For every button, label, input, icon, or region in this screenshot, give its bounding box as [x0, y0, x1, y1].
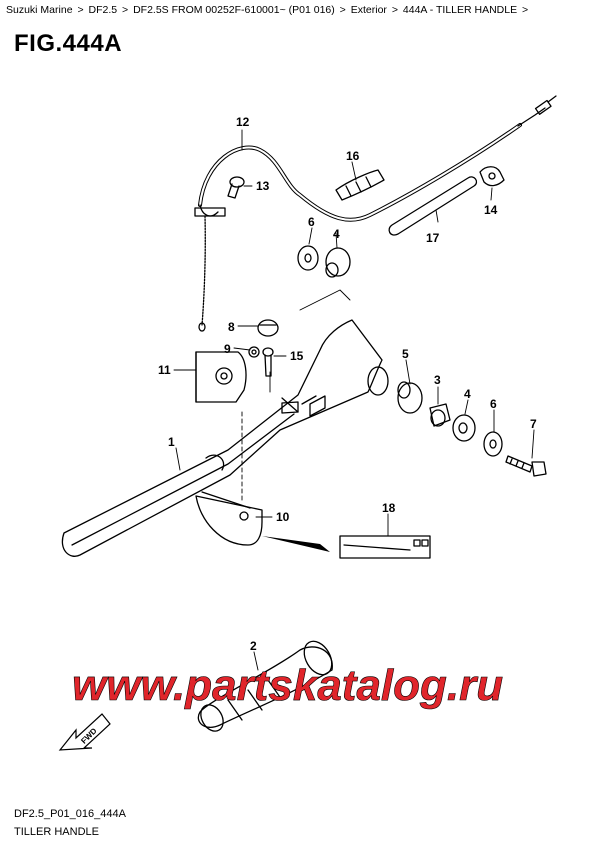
tiller-handle-1[interactable] — [61, 319, 389, 557]
callout-8[interactable]: 8 — [228, 320, 235, 334]
breadcrumb-separator-trailing: > — [522, 4, 529, 16]
figure-title: FIG.444A — [14, 30, 123, 57]
callout-4-lower[interactable]: 4 — [464, 387, 471, 401]
callout-17[interactable]: 17 — [426, 231, 440, 245]
breadcrumb-separator: > — [122, 4, 129, 16]
callout-3[interactable]: 3 — [434, 373, 441, 387]
callout-1[interactable]: 1 — [168, 435, 175, 449]
breadcrumb-separator: > — [339, 4, 346, 16]
screw-15[interactable] — [262, 347, 274, 377]
callout-4-upper[interactable]: 4 — [333, 227, 340, 241]
bushing-4-upper[interactable] — [325, 247, 351, 278]
decal-18[interactable] — [339, 535, 431, 559]
callout-9[interactable]: 9 — [224, 342, 231, 356]
screw-13[interactable] — [227, 176, 245, 199]
watermark-text: www.partskatalog.ru — [72, 661, 503, 710]
figure-caption: TILLER HANDLE — [14, 826, 99, 838]
leader-lines — [173, 129, 535, 671]
sleeve-16[interactable] — [335, 169, 385, 201]
callout-12[interactable]: 12 — [236, 115, 250, 129]
breadcrumb-tiller-handle[interactable]: 444A - TILLER HANDLE — [402, 4, 518, 16]
throttle-cable[interactable] — [194, 95, 557, 332]
callout-numbers: 12 16 13 14 17 6 4 8 9 15 11 5 3 4 6 7 1… — [158, 115, 537, 653]
washer-6-lower[interactable] — [483, 431, 503, 457]
callout-7[interactable]: 7 — [530, 417, 537, 431]
tube-17[interactable] — [388, 176, 478, 236]
callout-5[interactable]: 5 — [402, 347, 409, 361]
callout-15[interactable]: 15 — [290, 349, 304, 363]
bracket-10[interactable] — [195, 491, 263, 546]
callout-6-lower[interactable]: 6 — [490, 397, 497, 411]
washer-9[interactable] — [248, 346, 260, 358]
washer-4-lower[interactable] — [452, 414, 476, 442]
bushing-5[interactable] — [397, 381, 423, 414]
callout-10[interactable]: 10 — [276, 510, 290, 524]
callout-16[interactable]: 16 — [346, 149, 360, 163]
breadcrumb: Suzuki Marine > DF2.5 > DF2.5S FROM 0025… — [6, 4, 530, 16]
callout-13[interactable]: 13 — [256, 179, 270, 193]
collar-3[interactable] — [429, 403, 451, 427]
callout-2[interactable]: 2 — [250, 639, 257, 653]
callout-14[interactable]: 14 — [484, 203, 498, 217]
washer-6-upper[interactable] — [297, 245, 319, 271]
breadcrumb-separator: > — [391, 4, 398, 16]
callout-11[interactable]: 11 — [158, 363, 171, 377]
figure-code: DF2.5_P01_016_444A — [14, 808, 126, 820]
breadcrumb-separator: > — [77, 4, 84, 16]
breadcrumb-suzuki-marine[interactable]: Suzuki Marine — [6, 4, 73, 16]
callout-18[interactable]: 18 — [382, 501, 396, 515]
callout-6-upper[interactable]: 6 — [308, 215, 315, 229]
bracket-11[interactable] — [195, 351, 247, 403]
grip-2[interactable] — [196, 636, 337, 735]
clamp-14[interactable] — [479, 166, 505, 187]
knob-8[interactable] — [257, 319, 279, 337]
arrow-wedge — [262, 536, 330, 552]
bolt-7[interactable] — [505, 455, 547, 477]
breadcrumb-exterior[interactable]: Exterior — [350, 4, 387, 16]
breadcrumb-df25[interactable]: DF2.5 — [88, 4, 118, 16]
fwd-arrow-icon: FWD — [58, 713, 111, 751]
breadcrumb-model[interactable]: DF2.5S FROM 00252F-610001~ (P01 016) — [133, 4, 335, 16]
